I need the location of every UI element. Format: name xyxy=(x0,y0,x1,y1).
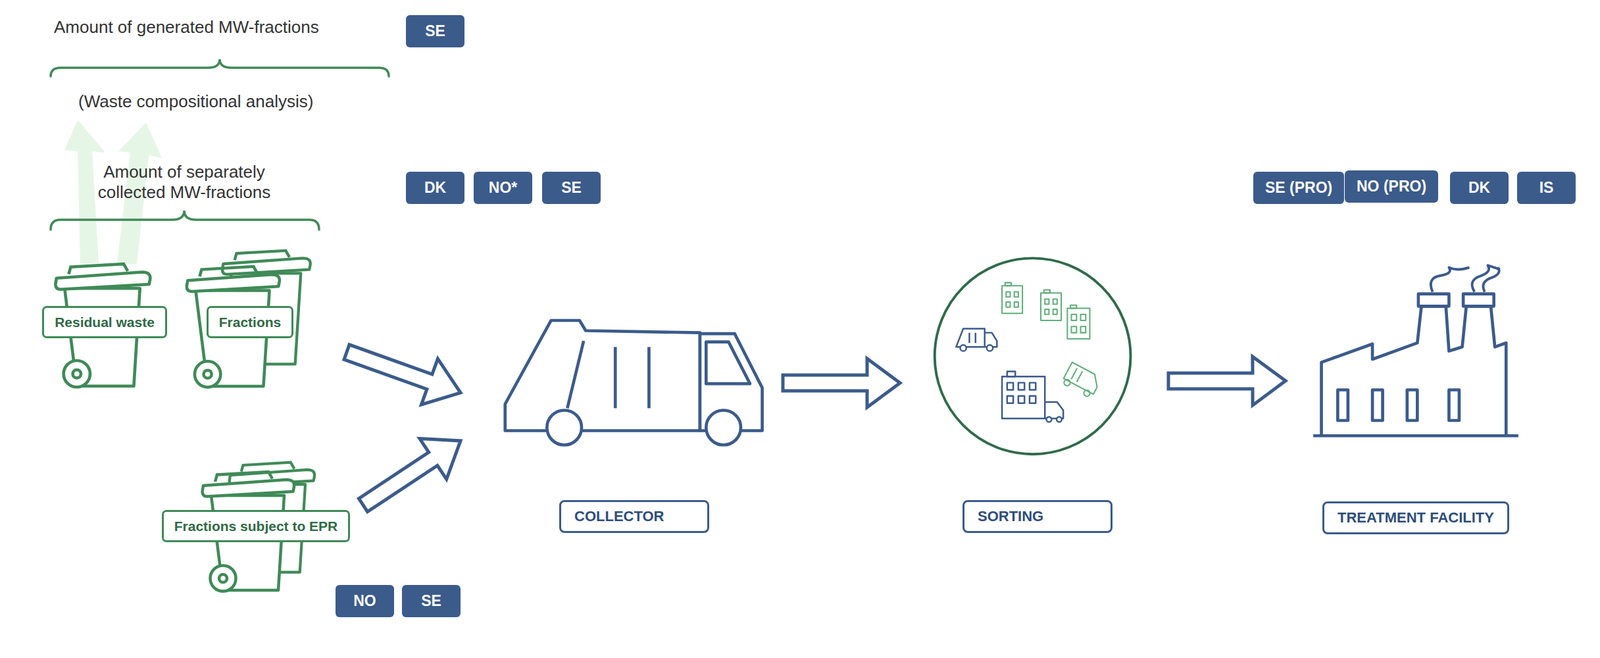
tag-text: IS xyxy=(1539,178,1554,197)
waste-bins xyxy=(55,250,315,592)
country-tag: SE xyxy=(401,584,461,618)
process-step: SORTING xyxy=(900,256,1169,535)
country-tag: DK xyxy=(1450,171,1509,204)
step-label: COLLECTOR xyxy=(559,500,710,533)
sorting-circle xyxy=(934,257,1131,454)
tag-text: NO* xyxy=(488,178,518,197)
annotation-text: Amount of separately collected MW-fracti… xyxy=(72,161,297,203)
bin-label: Fractions xyxy=(206,305,295,339)
garbage-truck xyxy=(505,320,763,445)
flow-arrow xyxy=(782,358,900,408)
bin-label: Residual waste xyxy=(42,305,168,339)
bin-label: Fractions subject to EPR xyxy=(161,509,351,543)
tag-text: SE xyxy=(425,22,446,40)
process-step: COLLECTOR xyxy=(460,315,783,535)
country-tag: DK xyxy=(405,171,465,204)
country-tag: SE xyxy=(405,15,465,48)
tag-text: SE xyxy=(561,178,582,197)
tag-text: DK xyxy=(424,178,447,197)
bracket xyxy=(50,59,389,230)
country-tag: IS xyxy=(1517,171,1576,204)
arrow-shape xyxy=(1168,356,1286,406)
treatment-factory xyxy=(1313,265,1519,436)
step-label: SORTING xyxy=(962,500,1113,533)
bin-node: Fractions xyxy=(184,250,347,395)
annotation-text: (Waste compositional analysis) xyxy=(78,91,408,112)
tag-text: SE (PRO) xyxy=(1265,178,1333,197)
process-step: TREATMENT FACILITY xyxy=(1285,263,1533,535)
country-tag: NO (PRO) xyxy=(1344,170,1439,203)
country-tag: NO* xyxy=(473,171,533,204)
step-label: TREATMENT FACILITY xyxy=(1322,501,1510,535)
flow-arrow xyxy=(1168,356,1286,406)
country-tag: SE (PRO) xyxy=(1253,171,1345,204)
tag-text: NO (PRO) xyxy=(1356,177,1427,195)
flow-arrow xyxy=(358,438,461,512)
bin-node: Residual waste xyxy=(33,250,178,395)
tag-text: DK xyxy=(1468,178,1491,197)
arrow-shape xyxy=(782,358,900,408)
country-tag: SE xyxy=(542,171,601,204)
bin-node: Fractions subject to EPR xyxy=(151,460,364,596)
tag-text: SE xyxy=(421,592,442,610)
arrow-shape xyxy=(358,438,461,512)
arrow-shape xyxy=(344,344,461,405)
tag-text: NO xyxy=(353,592,377,610)
annotation-text: Amount of generated MW-fractions xyxy=(53,17,423,38)
country-tag: NO xyxy=(335,584,395,618)
flow-arrow xyxy=(344,344,461,405)
